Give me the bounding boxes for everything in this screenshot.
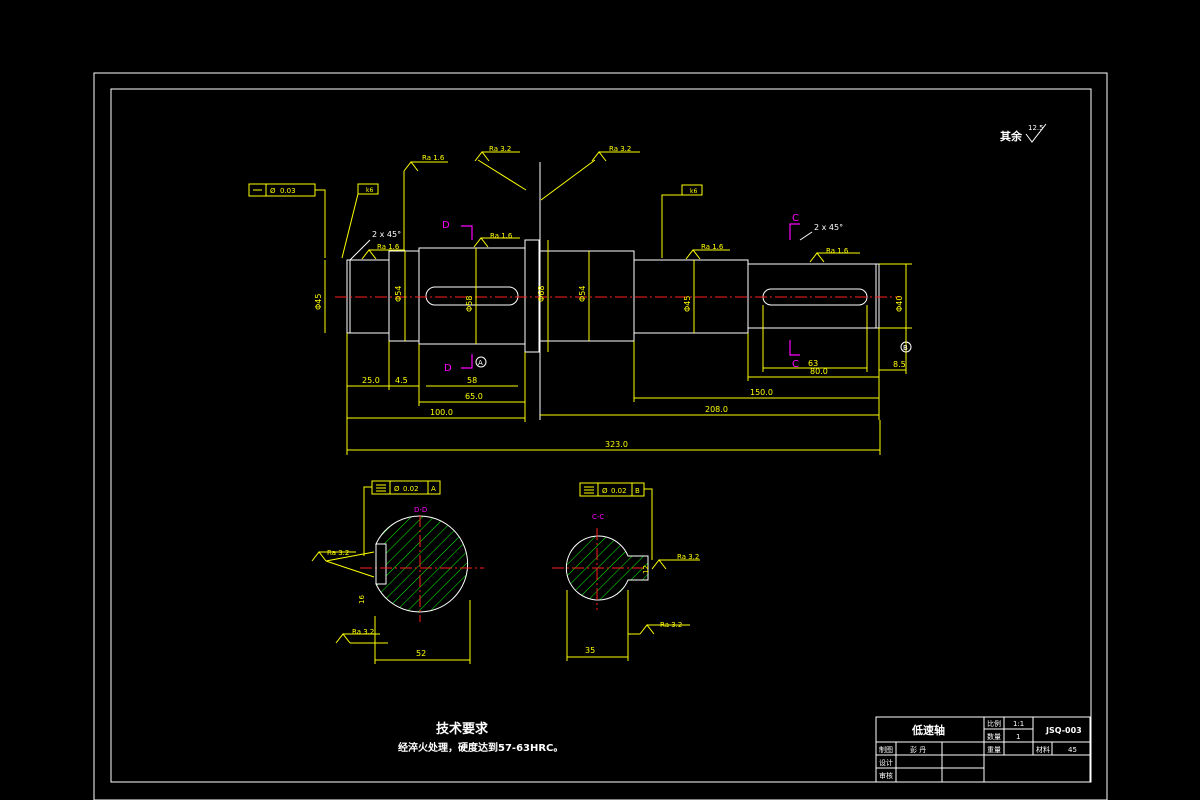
part-name: 低速轴 bbox=[911, 723, 945, 737]
qty-label: 数量 bbox=[987, 732, 1001, 741]
chamfer-label: 2 x 45° bbox=[814, 223, 843, 232]
qty-value: 1 bbox=[1016, 733, 1020, 741]
tech-req-title: 技术要求 bbox=[436, 721, 489, 737]
roughness-label: Ra 1.6 bbox=[377, 243, 400, 251]
tolerance-value: 0.02 bbox=[403, 485, 419, 493]
outer-border bbox=[93, 72, 1108, 800]
tech-req-line: 经淬火处理，硬度达到57-63HRC。 bbox=[398, 741, 563, 754]
drawn-label: 制图 bbox=[879, 745, 893, 754]
fit-tag: k6 bbox=[690, 188, 697, 195]
roughness-label: Ra 1.6 bbox=[701, 243, 724, 251]
diameter-dims: Φ45 Φ54 Φ58 Φ68 Φ54 Φ45 Φ40 bbox=[314, 240, 912, 352]
title-block: 低速轴 比例 1:1 数量 1 JSQ-003 制图 彭 丹 重量 材料 45 … bbox=[875, 716, 1091, 783]
material-label: 材料 bbox=[1036, 745, 1050, 754]
drawn-by: 彭 丹 bbox=[910, 745, 926, 754]
tolerance-frame-top: Ø 0.03 bbox=[248, 183, 326, 258]
design-label: 设计 bbox=[879, 758, 893, 767]
dim-label: 100.0 bbox=[430, 408, 453, 417]
inner-border bbox=[110, 88, 1092, 783]
roughness-label: Ra 3.2 bbox=[327, 549, 349, 557]
chamfer-labels: 2 x 45° 2 x 45° bbox=[349, 223, 843, 261]
tolerance-frame-a: Ø 0.02 A bbox=[363, 480, 441, 556]
chamfer-label: 2 x 45° bbox=[372, 230, 401, 239]
scale-label: 比例 bbox=[987, 719, 1001, 728]
tolerance-datum: A bbox=[431, 485, 436, 493]
roughness-label: Ra 1.6 bbox=[422, 154, 445, 162]
roughness-label: Ra 3.2 bbox=[489, 145, 511, 153]
section-markers: D D C C D-D C-C bbox=[414, 213, 800, 521]
section-mark: C bbox=[792, 359, 799, 370]
length-dims: 25.0 4.5 58 80.0 63 8.5 65.0 150.0 100.0… bbox=[346, 305, 907, 455]
roughness-label: Ra 1.6 bbox=[826, 247, 849, 255]
dim-label: 4.5 bbox=[395, 376, 408, 385]
diameter-label: Φ54 bbox=[394, 286, 403, 302]
dim-label: 323.0 bbox=[605, 440, 628, 449]
keyway-left bbox=[425, 286, 519, 306]
dim-label: 208.0 bbox=[705, 405, 728, 414]
weight-label: 重量 bbox=[987, 746, 1001, 754]
diameter-label: Φ45 bbox=[683, 296, 692, 312]
diameter-label: Φ68 bbox=[537, 286, 546, 302]
diameter-label: Φ54 bbox=[578, 286, 587, 302]
dim-label: 80.0 bbox=[810, 367, 828, 376]
corner-roughness-value: 12.5 bbox=[1028, 124, 1044, 132]
tolerance-datum: B bbox=[635, 487, 640, 495]
dim-label: 63 bbox=[808, 359, 818, 368]
material-value: 45 bbox=[1068, 746, 1077, 754]
datum-markers: A B bbox=[475, 341, 912, 368]
section-b: 35 12 bbox=[552, 528, 650, 661]
dim-label: 12 bbox=[642, 565, 650, 574]
section-mark: D bbox=[442, 220, 450, 231]
technical-requirements: 技术要求 经淬火处理，硬度达到57-63HRC。 bbox=[398, 721, 563, 754]
roughness-label: Ra 3.2 bbox=[660, 621, 682, 629]
dim-label: 35 bbox=[585, 646, 595, 655]
corner-roughness-label: 其余 bbox=[1000, 129, 1023, 143]
datum-letter: B bbox=[903, 344, 908, 352]
review-label: 审核 bbox=[879, 771, 893, 780]
diameter-label: Φ40 bbox=[895, 296, 904, 312]
roughness-symbol-icon bbox=[1025, 123, 1047, 143]
section-mark: D bbox=[444, 363, 452, 374]
section-a: 52 16 bbox=[358, 515, 484, 664]
dim-label: 25.0 bbox=[362, 376, 380, 385]
scale-value: 1:1 bbox=[1013, 720, 1024, 728]
section-mark: C bbox=[792, 213, 799, 224]
roughness-label: Ra 3.2 bbox=[609, 145, 631, 153]
fit-tags: k6 k6 bbox=[341, 183, 703, 259]
roughness-callouts: Ra 1.6 Ra 3.2 Ra 3.2 Ra 1.6 Ra 1.6 Ra 1.… bbox=[311, 145, 860, 644]
tolerance-value: 0.02 bbox=[611, 487, 627, 495]
fit-tag: k6 bbox=[366, 187, 373, 194]
dim-label: 65.0 bbox=[465, 392, 483, 401]
dim-label: 58 bbox=[467, 376, 477, 385]
corner-roughness: 其余 12.5 bbox=[1000, 123, 1047, 143]
svg-text:Ø: Ø bbox=[270, 187, 276, 195]
section-title: D-D bbox=[414, 506, 427, 514]
shaft-outline bbox=[346, 239, 880, 353]
dim-label: 16 bbox=[358, 595, 366, 604]
roughness-label: Ra 3.2 bbox=[352, 628, 374, 636]
drawing-number: JSQ-003 bbox=[1045, 726, 1082, 735]
tolerance-frame-b: Ø 0.02 B bbox=[579, 482, 653, 560]
dim-label: 8.5 bbox=[893, 360, 906, 369]
section-title: C-C bbox=[592, 513, 604, 521]
tolerance-value: 0.03 bbox=[280, 187, 296, 195]
diameter-label: Φ58 bbox=[465, 296, 474, 312]
datum-letter: A bbox=[478, 359, 483, 367]
roughness-label: Ra 1.6 bbox=[490, 232, 513, 240]
svg-text:Ø: Ø bbox=[394, 485, 400, 493]
svg-text:Ø: Ø bbox=[602, 487, 608, 495]
dim-label: 150.0 bbox=[750, 388, 773, 397]
dim-label: 52 bbox=[416, 649, 426, 658]
diameter-label: Φ45 bbox=[314, 294, 323, 310]
roughness-label: Ra 3.2 bbox=[677, 553, 699, 561]
